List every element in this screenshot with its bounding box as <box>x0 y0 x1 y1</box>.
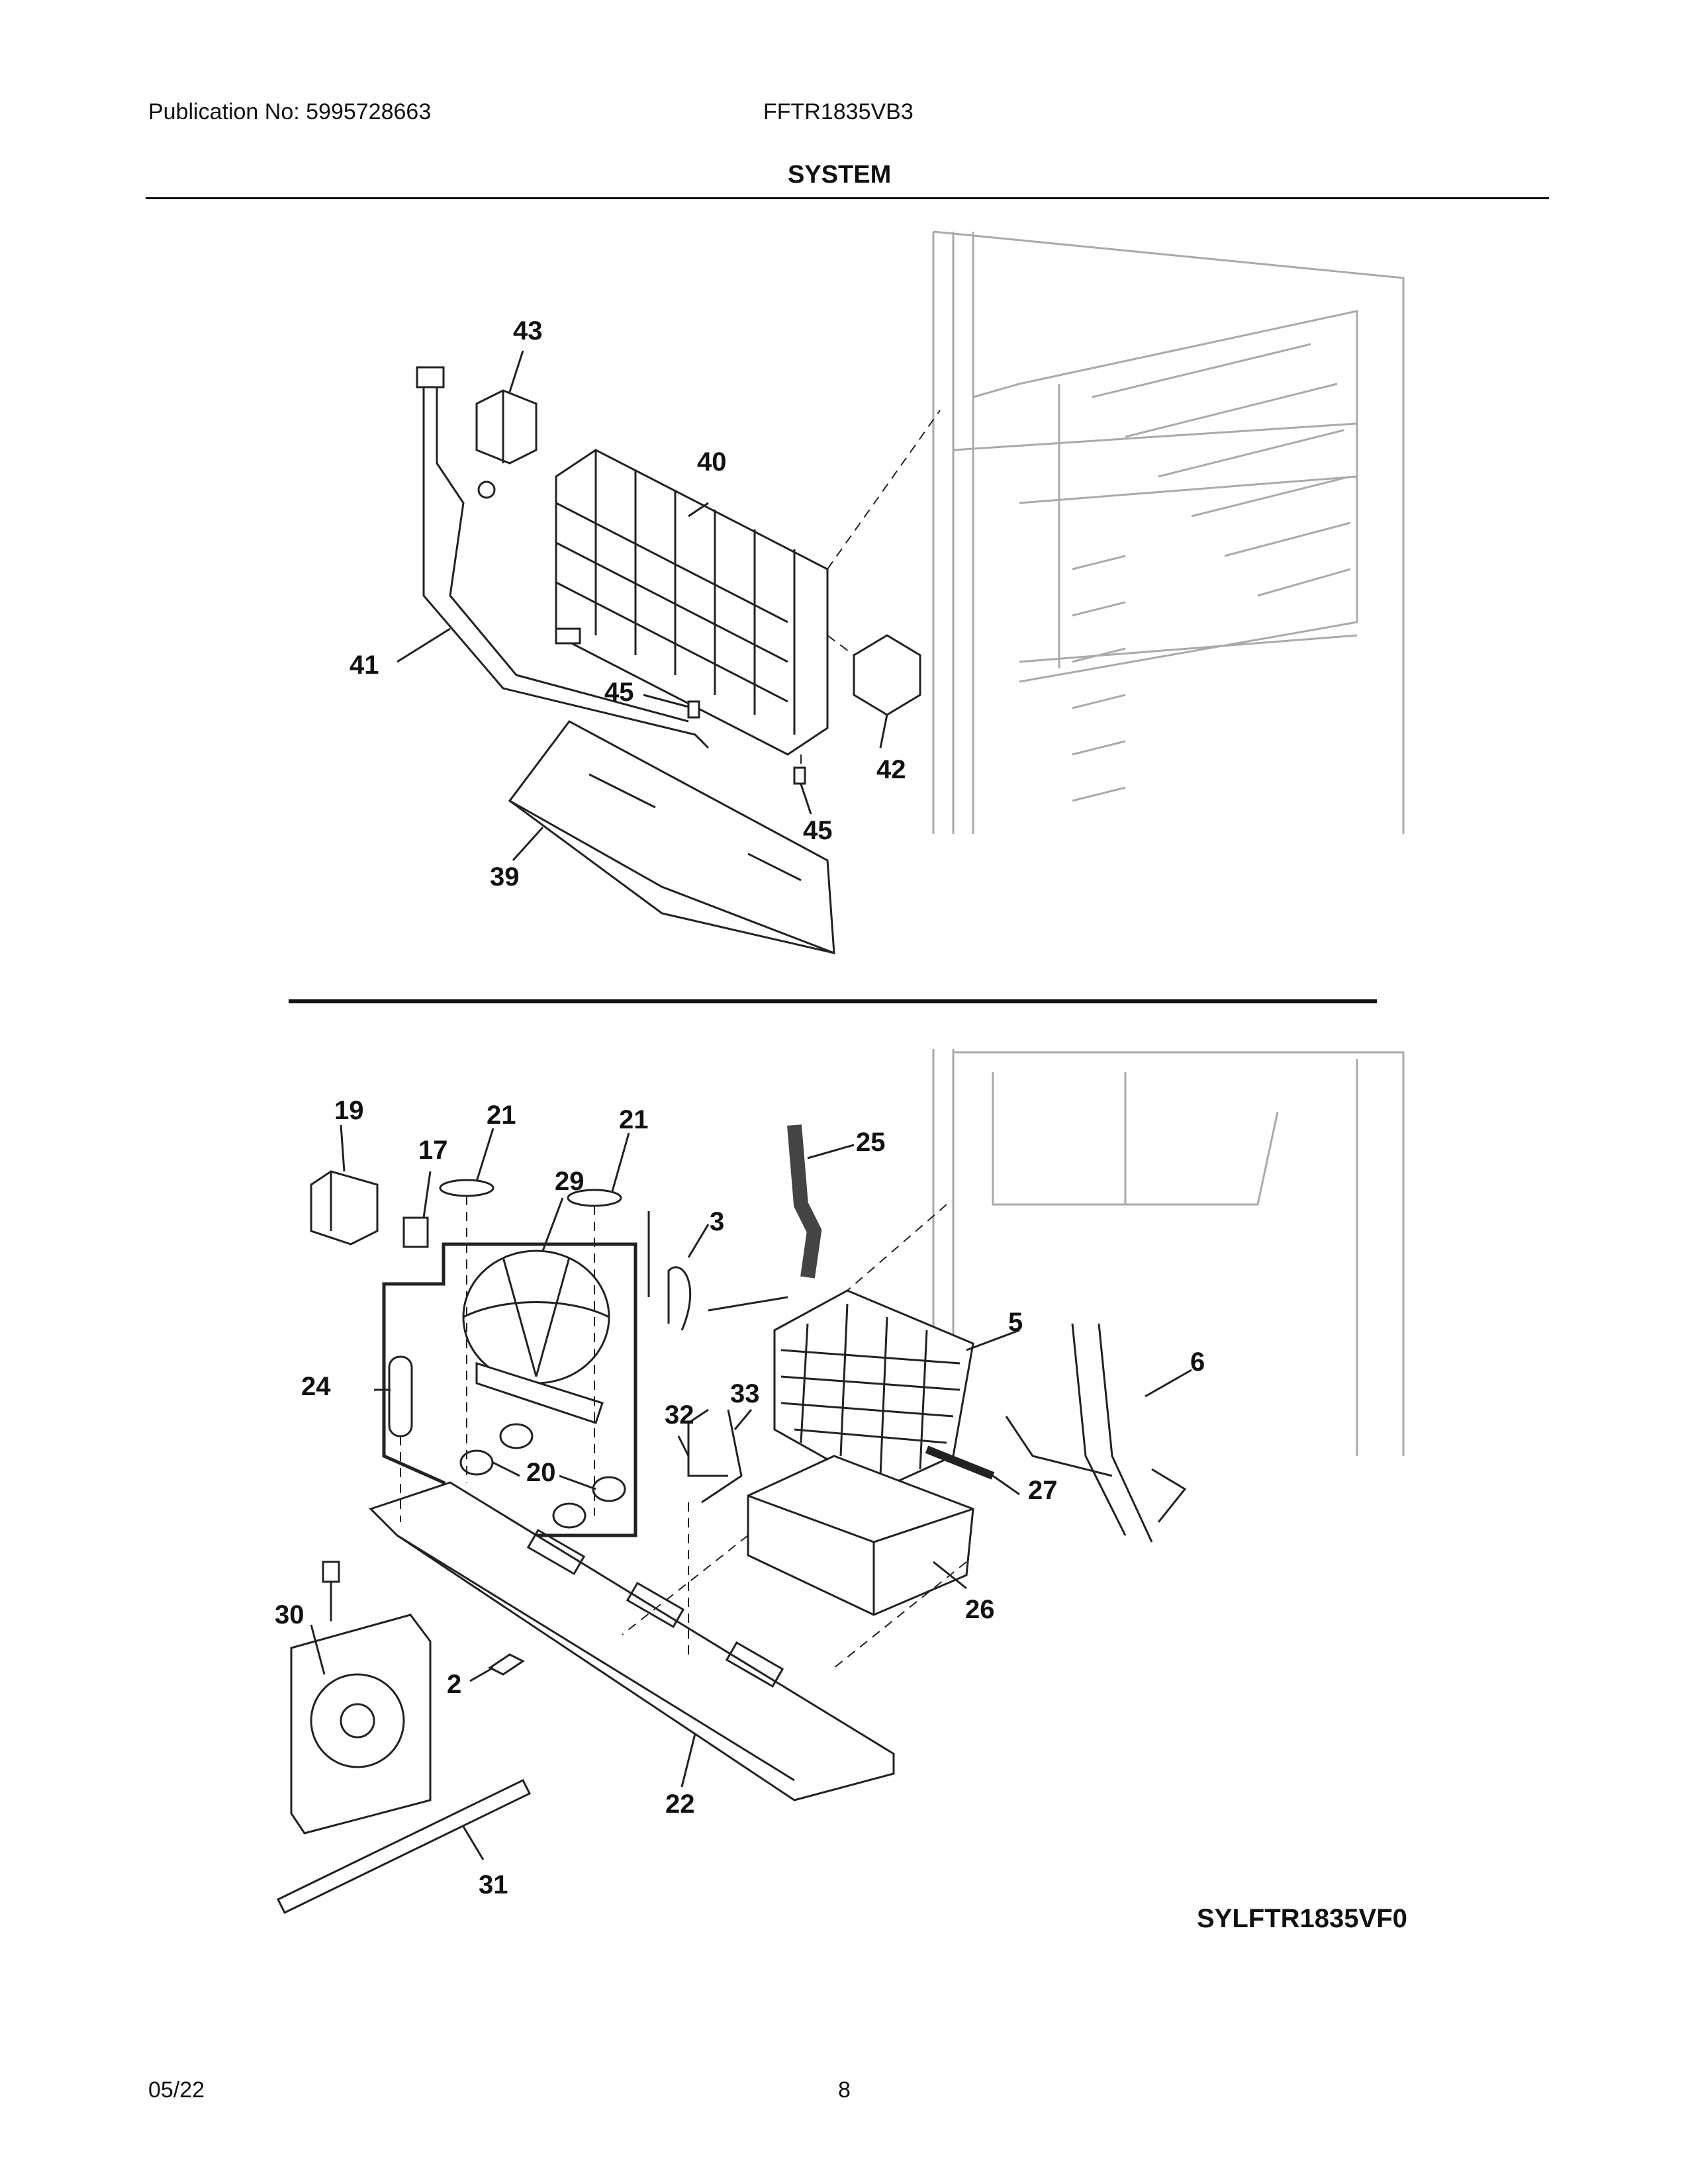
grommet-20b <box>499 1423 534 1449</box>
explode-lines-bottom <box>400 1196 967 1668</box>
wire-harness-6 <box>1005 1323 1187 1543</box>
callout-45-upper: 45 <box>604 678 634 707</box>
callout-42: 42 <box>876 755 906 784</box>
leaders-bottom <box>310 1124 1192 1860</box>
tube-33 <box>701 1409 743 1504</box>
callout-19: 19 <box>334 1096 364 1125</box>
callout-32: 32 <box>665 1400 694 1430</box>
tube-32 <box>687 1408 728 1477</box>
section-title: SYSTEM <box>788 161 892 189</box>
publication-number: Publication No: 5995728663 <box>148 99 432 124</box>
callout-43: 43 <box>513 316 543 345</box>
callout-26: 26 <box>965 1595 995 1624</box>
grommet-20a <box>459 1449 494 1476</box>
grommet-20d <box>592 1476 626 1502</box>
model-number: FFTR1835VB3 <box>763 99 914 124</box>
tube-27 <box>925 1445 995 1480</box>
callout-21-left: 21 <box>487 1101 516 1130</box>
compressor-kit-outline-29 <box>382 1242 637 1537</box>
evaporator-cover-39 <box>508 720 835 954</box>
base-plate-22 <box>369 1481 895 1801</box>
tube-3 <box>647 1211 788 1331</box>
bracket-31 <box>276 1779 532 1914</box>
drain-tube-25 <box>787 1124 822 1279</box>
callout-30: 30 <box>275 1600 305 1629</box>
callout-41: 41 <box>350 651 379 680</box>
overload-17 <box>402 1216 429 1248</box>
leaders-top <box>397 350 888 862</box>
drier-24 <box>388 1355 413 1437</box>
callout-5: 5 <box>1008 1308 1023 1337</box>
explode-lines-top <box>800 410 941 768</box>
cabinet-shelf-ribs <box>1072 343 1351 802</box>
grommet-21a <box>439 1179 494 1197</box>
callout-2: 2 <box>447 1670 462 1699</box>
callout-6: 6 <box>1190 1347 1205 1377</box>
drain-pan-26 <box>747 1455 974 1616</box>
callout-40: 40 <box>697 447 727 477</box>
callout-3: 3 <box>710 1207 725 1236</box>
callout-21-right: 21 <box>619 1105 649 1134</box>
callout-25: 25 <box>856 1128 886 1157</box>
callout-24: 24 <box>301 1372 331 1401</box>
callout-17: 17 <box>418 1136 448 1165</box>
callout-45-lower: 45 <box>803 816 833 845</box>
bracket-2 <box>488 1653 525 1676</box>
callout-20: 20 <box>526 1458 556 1487</box>
page-number: 8 <box>838 2077 851 2103</box>
callout-31: 31 <box>479 1870 508 1899</box>
evaporator-40 <box>555 449 829 756</box>
callout-39: 39 <box>490 862 520 891</box>
diagram-code: SYLFTR1835VF0 <box>1197 1904 1407 1933</box>
compressor <box>462 1250 610 1424</box>
clip-45c <box>793 766 806 785</box>
clip-45a <box>555 627 581 645</box>
footer-date: 05/22 <box>148 2077 205 2103</box>
callout-27: 27 <box>1028 1476 1058 1505</box>
callout-22: 22 <box>665 1790 695 1819</box>
cabinet-upper-outline <box>932 230 1405 834</box>
cabinet-lower-outline <box>932 1049 1405 1456</box>
relay-19 <box>310 1170 379 1246</box>
wire-harness-41 <box>416 366 710 749</box>
header-rule <box>146 197 1549 199</box>
section-divider <box>289 999 1377 1003</box>
grommet-20c <box>552 1502 586 1529</box>
terminal-block-42 <box>853 634 921 716</box>
clip-45b <box>687 700 700 719</box>
callout-29: 29 <box>555 1167 585 1196</box>
callout-33: 33 <box>730 1379 760 1408</box>
condenser-fan-30 <box>290 1561 432 1835</box>
control-43 <box>475 389 538 465</box>
